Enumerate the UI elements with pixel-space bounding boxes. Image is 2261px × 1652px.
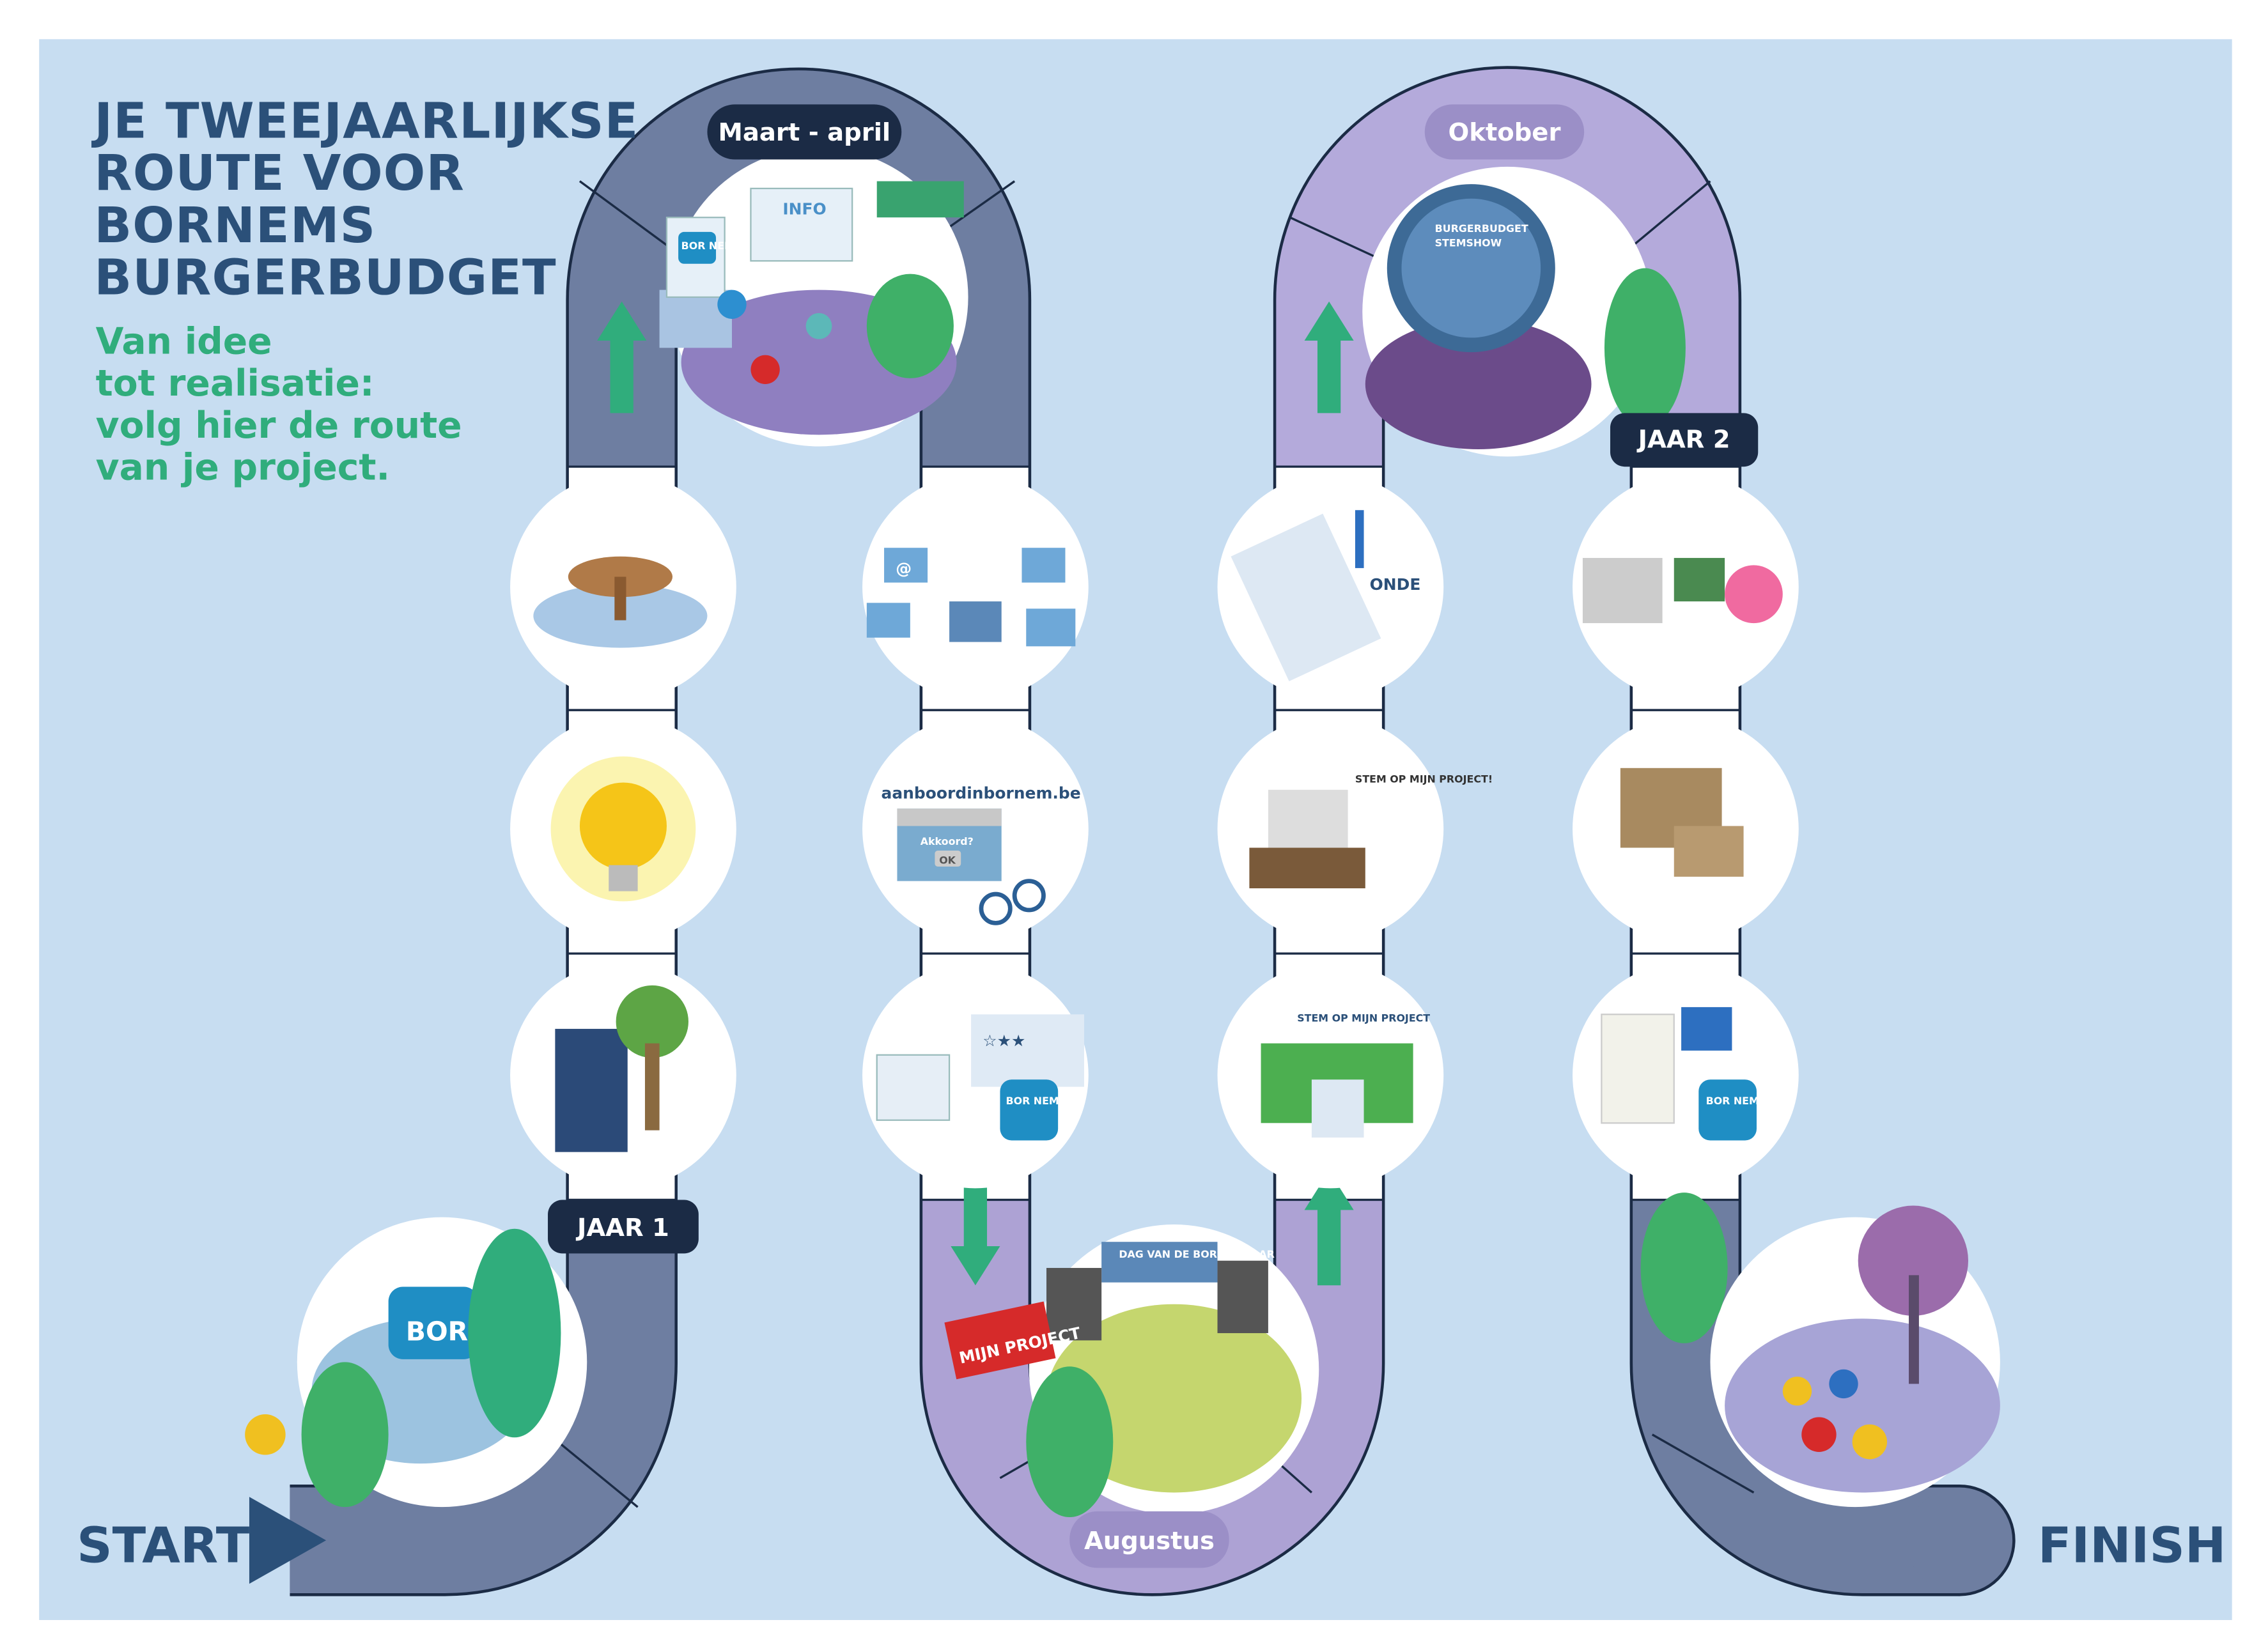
step-poster: STEM OP MIJN PROJECT [1217, 962, 1444, 1189]
label-maart-april: Maart - april [707, 104, 902, 160]
start-label: START [77, 1517, 250, 1574]
step-idea [510, 716, 736, 942]
scene-stemshow: BURGERBUDGET STEMSHOW [1362, 166, 1686, 457]
pen-icon [1355, 510, 1364, 568]
stemshow-text: STEMSHOW [1435, 237, 1502, 249]
at-icon: @ [896, 559, 912, 578]
info-sign: INFO [782, 200, 826, 219]
stars-icon: ☆★★ [983, 1031, 1025, 1050]
label-text: Maart - april [719, 118, 891, 147]
subtitle-line: tot realisatie: [96, 362, 375, 405]
ok-button [935, 851, 961, 867]
logo-text: BOR NEM [1706, 1095, 1759, 1107]
arrow-up-icon [597, 301, 647, 413]
subtitle-line: Van idee [96, 320, 272, 362]
logo-text: BOR NEM [681, 240, 734, 252]
vote-sign-text: STEM OP MIJN PROJECT! [1355, 773, 1493, 785]
step-boxes [1573, 716, 1799, 942]
step-website: aanboordinbornem.be Akkoord? OK [862, 716, 1089, 942]
ballot-text: ONDE [1370, 575, 1421, 594]
piggy-bank-icon [1725, 565, 1783, 624]
title-line: BURGERBUDGET [94, 249, 556, 306]
scene-augustus: DAG VAN DE BORNEMNAAR MIJN PROJECT [944, 1224, 1319, 1518]
title-line: JE TWEEJAARLIJKSE [91, 93, 639, 150]
poster-text: STEM OP MIJN PROJECT [1297, 1012, 1430, 1024]
label-augustus: Augustus [1069, 1511, 1229, 1568]
logo-text: BOR NEM [1006, 1095, 1059, 1107]
laptop-icon [949, 601, 1002, 642]
direction-arrows [597, 301, 1354, 1286]
arrow-up-icon [1304, 1171, 1354, 1286]
scene-start: BOR [245, 1217, 587, 1508]
dialog-question: Akkoord? [921, 835, 974, 847]
step-brochure [510, 962, 736, 1189]
scene-info-market: BOR NEM INFO [659, 148, 968, 447]
title-line: ROUTE VOOR [94, 144, 465, 202]
scene-finish [1640, 1193, 2000, 1508]
thumbs-up-icon [1681, 1007, 1732, 1051]
mascot-figure [1604, 268, 1686, 428]
lightbulb-icon [579, 782, 667, 870]
label-jaar1: JAAR 1 [548, 1200, 699, 1254]
track-segment-year2 [1633, 1200, 1960, 1594]
title-line: BORNEMS [94, 197, 376, 254]
mascot-figure [1026, 1366, 1114, 1518]
subtitle-line: volg hier de route [96, 405, 462, 447]
stemshow-text: BURGERBUDGET [1435, 222, 1528, 235]
track-segment-year1 [290, 70, 1029, 1594]
glasses-icon [979, 892, 1013, 925]
website-url: aanboordinbornem.be [882, 784, 1081, 802]
label-jaar2: JAAR 2 [1610, 413, 1759, 467]
step-printer: STEM OP MIJN PROJECT! [1217, 716, 1493, 942]
money-icon [1674, 558, 1725, 602]
book-icon [555, 1028, 628, 1152]
printer-icon [1268, 789, 1348, 848]
step-meeting [510, 474, 736, 700]
mascot-figure [866, 274, 954, 378]
mascot-figure [1640, 1193, 1728, 1343]
step-budget [1573, 474, 1799, 700]
logo-text: BOR [406, 1316, 468, 1347]
subtitle: Van idee tot realisatie: volg hier de ro… [96, 320, 462, 488]
label-text: Oktober [1448, 118, 1560, 147]
arrow-up-icon [1304, 301, 1354, 413]
label-text: Augustus [1084, 1527, 1215, 1556]
label-text: JAAR 1 [575, 1214, 669, 1242]
step-ballot: ONDE [1217, 474, 1444, 700]
mascot-figure [301, 1362, 389, 1508]
ok-label: OK [939, 854, 956, 866]
page-title: JE TWEEJAARLIJKSE ROUTE VOOR BORNEMS BUR… [91, 93, 639, 307]
step-communication: @ [862, 474, 1089, 700]
step-approval: BOR NEM [1573, 962, 1799, 1189]
label-text: JAAR 2 [1636, 426, 1730, 454]
checklist-icon [1601, 1014, 1675, 1124]
step-submit: ☆★★ BOR NEM [862, 962, 1089, 1189]
envelope-icon [876, 1054, 951, 1121]
finish-label: FINISH [2038, 1517, 2226, 1574]
label-oktober: Oktober [1424, 104, 1585, 160]
stage-banner-text: DAG VAN DE BORNEMNAAR [1119, 1248, 1274, 1260]
subtitle-line: van je project. [96, 447, 390, 489]
laptop-icon [1582, 558, 1663, 624]
start-arrow-icon [249, 1497, 327, 1584]
arrow-down-icon [951, 1171, 1000, 1286]
